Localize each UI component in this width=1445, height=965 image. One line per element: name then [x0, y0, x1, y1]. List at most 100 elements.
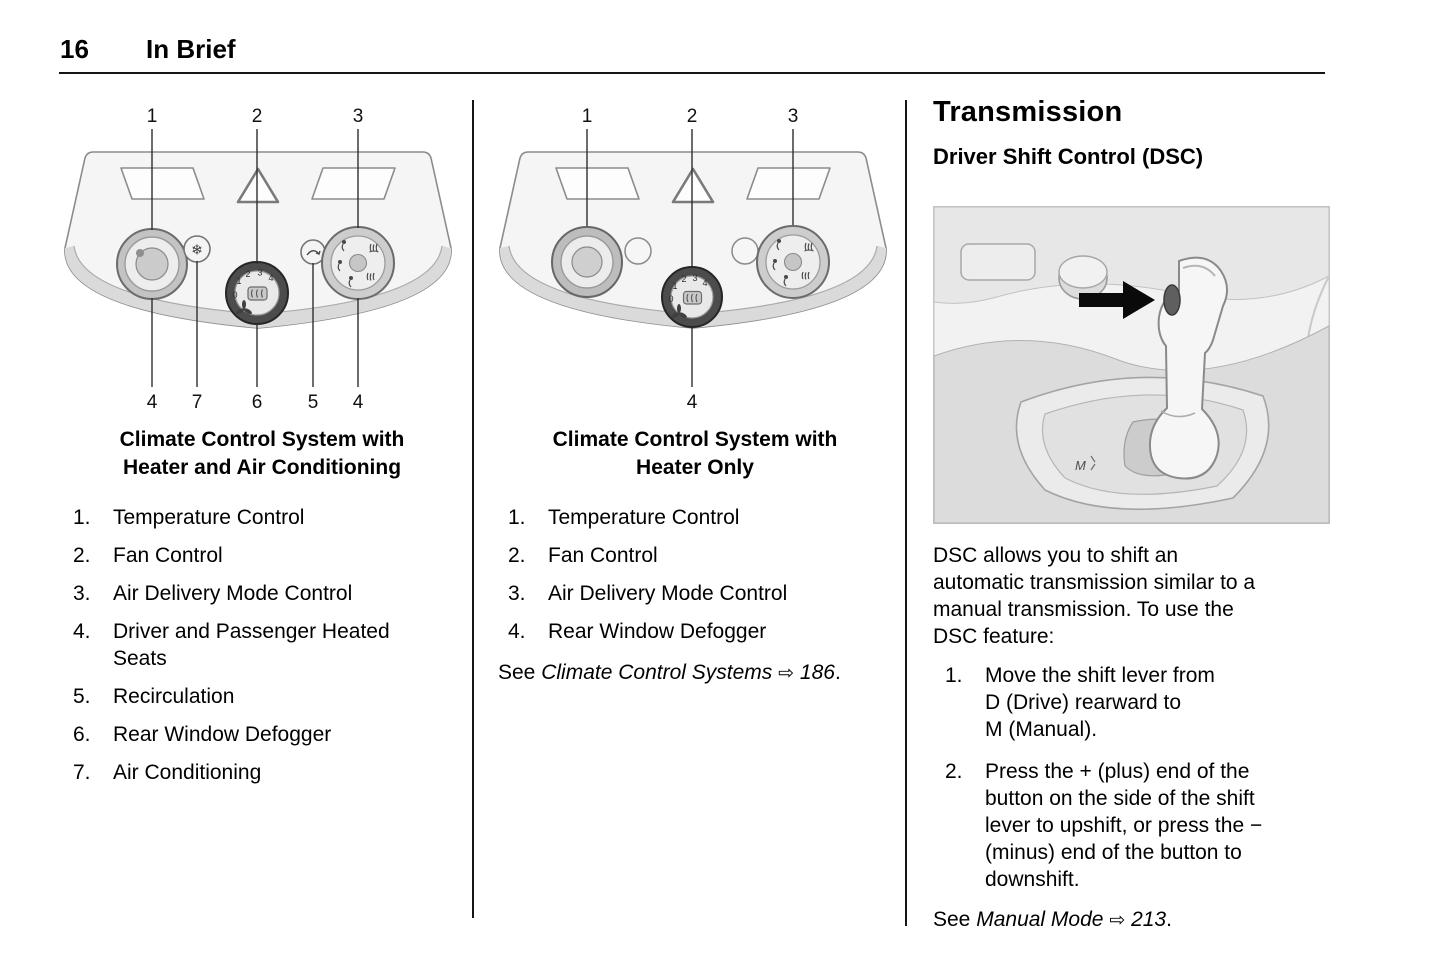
reference-arrow-icon: ⇨ — [1109, 910, 1126, 931]
svg-text:4: 4 — [268, 273, 273, 283]
figure-caption-heater-only: Climate Control System with Heater Only — [552, 428, 838, 479]
item-number: 1. — [508, 506, 526, 529]
list-item: 6. Rear Window Defogger — [63, 721, 461, 748]
mode-icons — [772, 239, 814, 287]
callout-label: 2 — [252, 106, 263, 127]
list-item: 1.Move the shift lever from D (Drive) re… — [933, 662, 1333, 743]
see-prefix: See — [933, 908, 971, 931]
dsc-steps-list: 1.Move the shift lever from D (Drive) re… — [933, 662, 1333, 893]
cross-reference-climate: See Climate Control Systems ⇨ 186. — [498, 661, 892, 685]
defogger-icon — [682, 290, 703, 305]
callout-lines — [586, 129, 794, 387]
climate-ac-legend-list: 1. Temperature Control 2. Fan Control 3. Ai… — [63, 504, 461, 786]
blank-button-right — [731, 237, 759, 265]
blank-button-left — [624, 237, 652, 265]
callout-labels: 1 2 3 4 — [582, 106, 799, 412]
callout-label: 4 — [353, 392, 364, 412]
temperature-knob — [116, 228, 188, 300]
svg-text:2: 2 — [245, 269, 250, 279]
item-text: Recirculation — [113, 685, 235, 708]
svg-text:0: 0 — [232, 290, 237, 300]
figure-caption-ac: Climate Control System with Heater and A… — [119, 428, 405, 479]
callout-label: 5 — [308, 392, 319, 412]
cross-reference-manual-mode: See Manual Mode ⇨ 213. — [933, 908, 1333, 932]
item-number: 7. — [73, 761, 91, 784]
callout-label: 1 — [582, 106, 593, 127]
callout-label: 6 — [252, 392, 263, 412]
mode-icons — [337, 240, 379, 288]
item-number: 1. — [945, 664, 963, 687]
right-vent — [746, 167, 831, 200]
callout-label: 4 — [147, 392, 158, 412]
item-text: Air Delivery Mode Control — [113, 582, 353, 605]
see-link-climate-control-systems[interactable]: Climate Control Systems — [541, 661, 773, 684]
shift-button — [1163, 284, 1181, 316]
item-text: Fan Control — [113, 544, 223, 567]
item-number: 5. — [73, 685, 91, 708]
fan-icon — [671, 304, 687, 319]
air-vents — [555, 167, 831, 200]
item-text: Temperature Control — [113, 506, 305, 529]
item-number: 2. — [73, 544, 91, 567]
list-item: 4. Rear Window Defogger — [498, 618, 892, 645]
svg-text:2: 2 — [681, 274, 686, 284]
climate-heater-legend-list: 1.Temperature Control 2.Fan Control 3.Ai… — [498, 504, 892, 645]
item-number: 1. — [73, 506, 91, 529]
item-text: Rear Window Defogger — [113, 723, 332, 746]
list-item: 2. Fan Control — [63, 542, 461, 569]
left-vent — [555, 167, 640, 200]
see-link-manual-mode[interactable]: Manual Mode — [976, 908, 1104, 931]
left-vent — [120, 167, 205, 200]
column-divider-2 — [905, 100, 907, 926]
svg-text:0: 0 — [668, 294, 673, 304]
shift-lever-illustration: M — [933, 206, 1330, 524]
callout-label: 4 — [687, 392, 698, 412]
callout-label: 1 — [147, 106, 158, 127]
list-item: 2.Press the + (plus) end of the button o… — [933, 758, 1333, 893]
hazard-triangle-icon — [671, 167, 715, 204]
item-number: 2. — [945, 760, 963, 783]
item-number: 4. — [508, 620, 526, 643]
callout-label: 2 — [687, 106, 698, 127]
see-suffix: . — [1166, 908, 1172, 931]
item-number: 4. — [73, 620, 91, 643]
see-page-number[interactable]: 213 — [1131, 908, 1167, 931]
mode-knob — [321, 226, 395, 300]
callout-label: 3 — [788, 106, 799, 127]
see-page-number[interactable]: 186 — [799, 661, 835, 684]
svg-text:3: 3 — [692, 273, 697, 283]
callout-lines — [151, 129, 359, 387]
svg-text:1: 1 — [672, 281, 677, 291]
item-text: Driver and Passenger Heated Seats — [113, 620, 390, 670]
snowflake-icon: ❄ — [191, 242, 203, 258]
list-item: 1. Temperature Control — [63, 504, 461, 531]
dsc-intro-text: DSC allows you to shift an automatic tra… — [933, 544, 1256, 648]
item-text: Air Conditioning — [113, 761, 262, 784]
list-item: 3.Air Delivery Mode Control — [498, 580, 892, 607]
shifter-base-plate: M — [1015, 376, 1270, 511]
item-number: 3. — [73, 582, 91, 605]
list-item: 2. Fan Control — [498, 542, 892, 569]
manual-gate-label: M — [1075, 458, 1086, 473]
item-number: 2. — [508, 544, 526, 567]
ac-button: ❄ — [183, 235, 211, 263]
column-divider-1 — [472, 100, 474, 918]
list-item: 7. Air Conditioning — [63, 759, 461, 786]
item-number: 6. — [73, 723, 91, 746]
list-item: 5. Recirculation — [63, 683, 461, 710]
item-text: Rear Window Defogger — [548, 620, 767, 643]
list-item: 4. Driver and Passenger Heated Seats — [63, 618, 461, 672]
see-suffix: . — [834, 661, 841, 684]
list-item: 3. Air Delivery Mode Control — [63, 580, 461, 607]
rotary-control — [1058, 255, 1108, 300]
figure-shift-lever: M — [933, 206, 1333, 524]
item-text: Fan Control — [548, 544, 658, 567]
